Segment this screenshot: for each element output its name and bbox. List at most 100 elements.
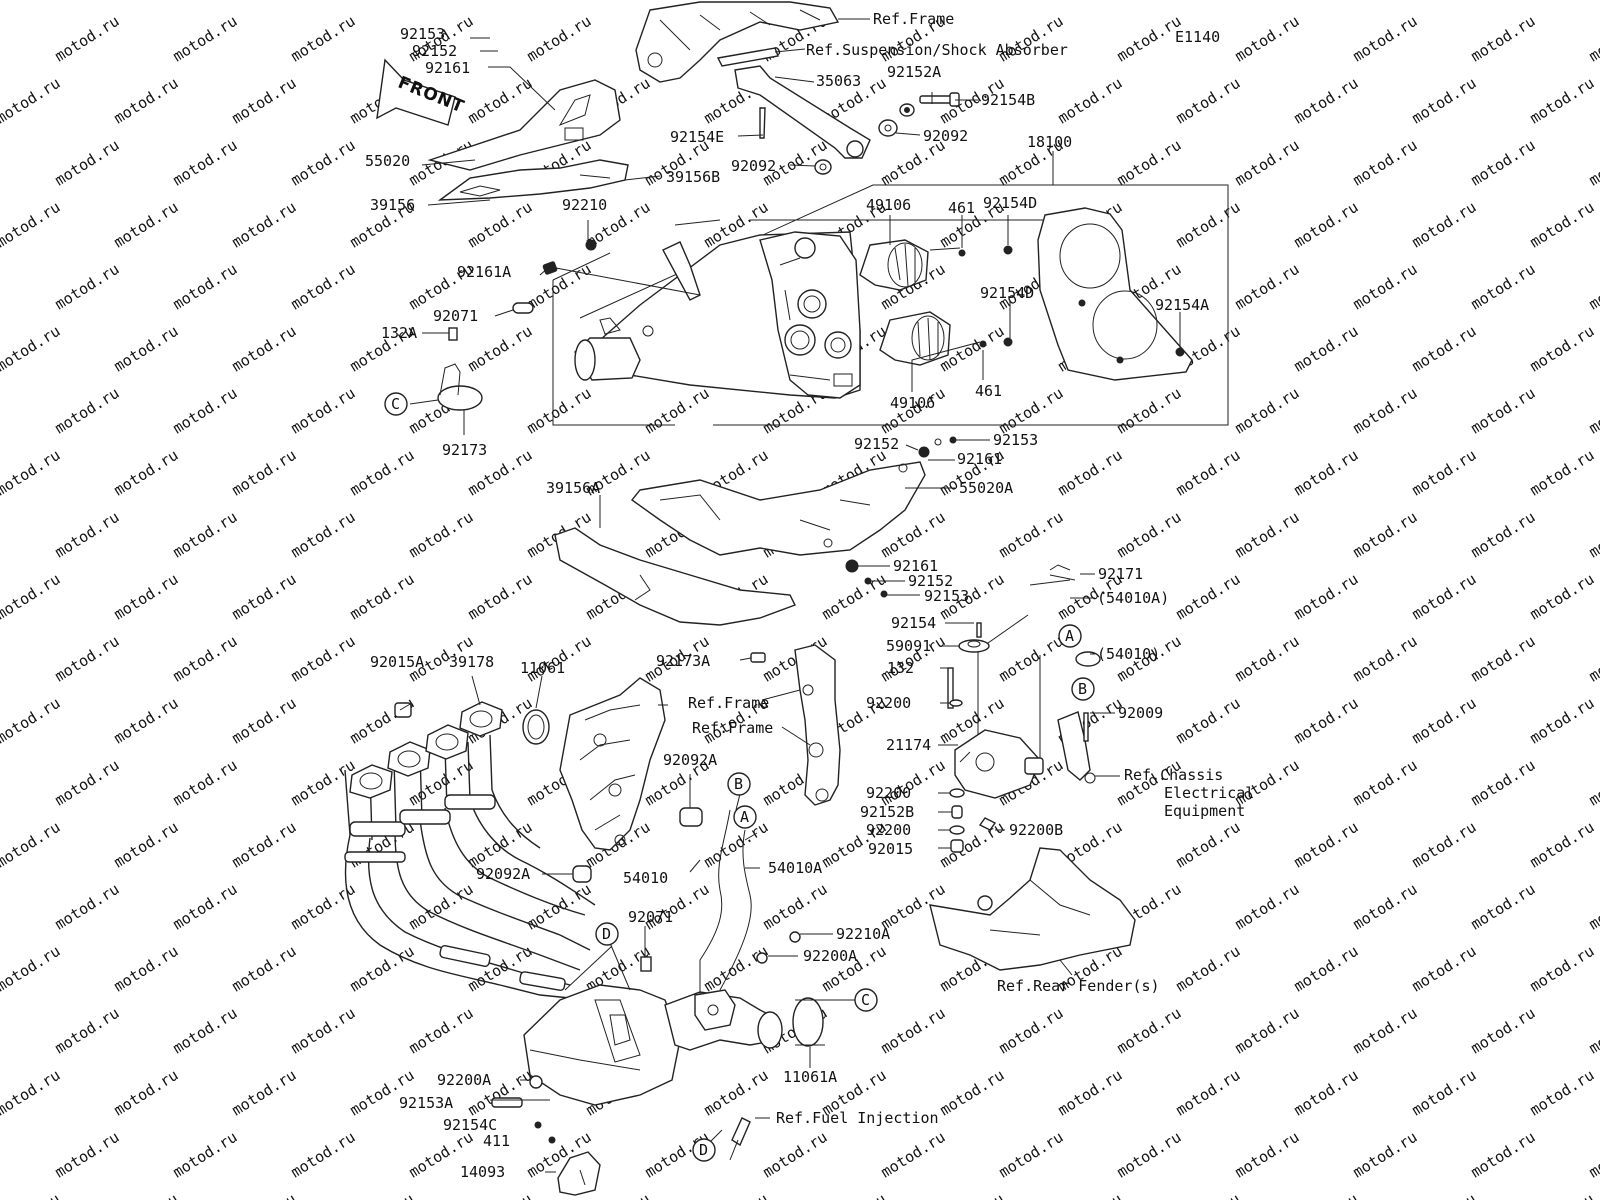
watermark-text: motod.ru (465, 818, 536, 872)
watermark-text: motod.ru (1468, 384, 1539, 438)
watermark-text: motod.ru (1527, 1066, 1598, 1120)
label-92161-mid: 92161 (957, 450, 1002, 468)
diagram-code: E1140 (1175, 28, 1220, 46)
pre-chamber-body (523, 984, 681, 1106)
watermark-text: motod.ru (52, 260, 123, 314)
watermark-text: motod.ru (288, 880, 359, 934)
callout-c-left (384, 392, 408, 416)
label-132a: 132A (381, 324, 417, 342)
gasket-11061a (792, 997, 825, 1047)
watermark-text: motod.ru (52, 384, 123, 438)
label-54010a: 54010A (768, 859, 822, 877)
watermark-text: motod.ru (52, 508, 123, 562)
label-39156a: 39156A (546, 479, 600, 497)
label-54010a-paren: (54010A) (1097, 589, 1169, 607)
watermark-text: motod.ru (465, 198, 536, 252)
callout-d-low-text: D (699, 1141, 708, 1159)
label-92092-left: 92092 (731, 157, 776, 175)
o2-sensor (729, 1117, 751, 1161)
watermark-text: motod.ru (937, 0, 1008, 3)
clamp-92173a (750, 652, 766, 663)
watermark-text: motod.ru (1409, 74, 1480, 128)
watermark-text: motod.ru (111, 818, 182, 872)
watermark-text: motod.ru (1586, 756, 1600, 810)
watermark-text: motod.ru (465, 322, 536, 376)
end-cap-49106-bottom (879, 311, 951, 366)
label-ref-rear-fender: Ref.Rear Fender(s) (997, 977, 1160, 995)
cover-14093 (557, 1151, 601, 1196)
washer-92152a (899, 103, 915, 117)
label-92152-low: 92152 (908, 572, 953, 590)
label-92154: 92154 (891, 614, 936, 632)
label-92152a: 92152A (887, 63, 941, 81)
label-92200b: 92200B (1009, 821, 1063, 839)
watermark-text: motod.ru (1409, 1190, 1480, 1200)
watermark-text: motod.ru (1350, 632, 1421, 686)
watermark-text: motod.ru (52, 756, 123, 810)
label-49106-top: 49106 (866, 196, 911, 214)
label-35063: 35063 (816, 72, 861, 90)
label-92152-mid: 92152 (854, 435, 899, 453)
exhaust-flanges (349, 701, 503, 799)
watermark-text: motod.ru (111, 74, 182, 128)
actuator-fasteners (947, 564, 1101, 853)
label-92153-low: 92153 (924, 587, 969, 605)
watermark-text: motod.ru (1291, 0, 1362, 3)
watermark-text: motod.ru (347, 1190, 418, 1200)
label-92200-1: 92200 (866, 694, 911, 712)
label-92210a: 92210A (836, 925, 890, 943)
watermark-text: motod.ru (1586, 136, 1600, 190)
callout-a-mid-text: A (740, 808, 749, 826)
label-92092-right: 92092 (923, 127, 968, 145)
watermark-text: motod.ru (1232, 260, 1303, 314)
label-59091: 59091 (886, 637, 931, 655)
labels-layer: E1140 Ref.Frame Ref.Suspension/Shock Abs… (365, 10, 1254, 1181)
watermark-text: motod.ru (701, 818, 772, 872)
nut-92015a (394, 702, 412, 718)
watermark-text: motod.ru (229, 322, 300, 376)
watermark-text: motod.ru (1468, 508, 1539, 562)
watermark-text: motod.ru (406, 508, 477, 562)
watermark-text: motod.ru (1527, 446, 1598, 500)
watermark-text: motod.ru (0, 942, 63, 996)
label-92200a-1: 92200A (803, 947, 857, 965)
watermark-text: motod.ru (465, 570, 536, 624)
watermark-text: motod.ru (170, 136, 241, 190)
label-92153-top: 92153 (400, 25, 445, 43)
watermark-text: motod.ru (52, 1128, 123, 1182)
watermark-text: motod.ru (1350, 136, 1421, 190)
watermark-text: motod.ru (288, 508, 359, 562)
label-92154a: 92154A (1155, 296, 1209, 314)
label-ref-frame-top: Ref.Frame (873, 10, 954, 28)
label-461-top: 461 (948, 199, 975, 217)
label-132: 132 (887, 659, 914, 677)
watermark-text: motod.ru (52, 136, 123, 190)
label-92071-low: 92071 (628, 908, 673, 926)
watermark-text: motod.ru (0, 322, 63, 376)
watermark-text: motod.ru (1173, 1066, 1244, 1120)
label-92152b: 92152B (860, 803, 914, 821)
valve-actuator-bracket (694, 989, 736, 1031)
watermark-text: motod.ru (288, 12, 359, 66)
clamp-92173 (437, 363, 483, 411)
watermark-text: motod.ru (1173, 1190, 1244, 1200)
watermark-text: motod.ru (406, 1004, 477, 1058)
watermark-text: motod.ru (1114, 508, 1185, 562)
label-92161-low: 92161 (893, 557, 938, 575)
watermark-text: motod.ru (1350, 880, 1421, 934)
watermark-text: motod.ru (465, 74, 536, 128)
watermark-text: motod.ru (1468, 136, 1539, 190)
watermark-text: motod.ru (229, 570, 300, 624)
watermark-text: motod.ru (1409, 322, 1480, 376)
watermark-text: motod.ru (1586, 1004, 1600, 1058)
watermark-text: motod.ru (1232, 136, 1303, 190)
callout-d-mid (595, 922, 619, 946)
label-92092a-1: 92092A (663, 751, 717, 769)
watermark-text: motod.ru (0, 74, 63, 128)
watermark-text: motod.ru (1291, 1066, 1362, 1120)
frame-bracket-right (794, 644, 841, 806)
label-92153a: 92153A (399, 1094, 453, 1112)
watermark-text: motod.ru (288, 1128, 359, 1182)
watermark-text: motod.ru (1173, 198, 1244, 252)
